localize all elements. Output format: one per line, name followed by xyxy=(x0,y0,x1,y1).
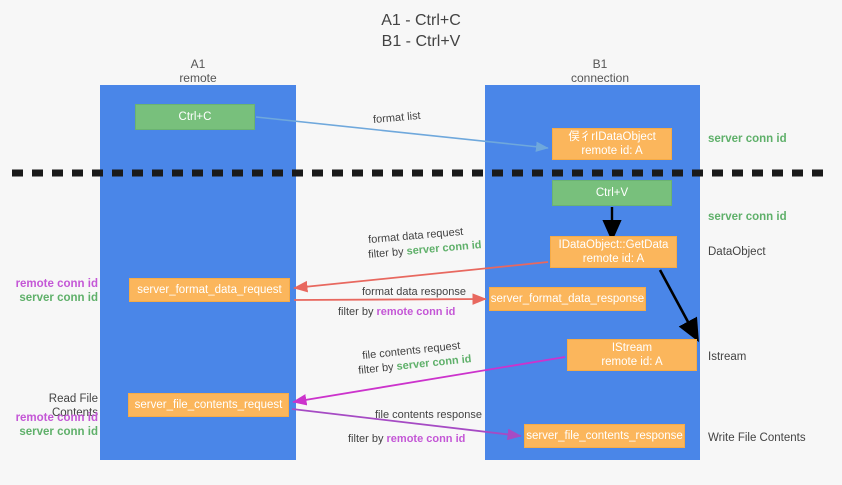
title-line-1: A1 - Ctrl+C xyxy=(381,12,461,29)
column-a1-role: remote xyxy=(179,71,217,85)
label-remote-conn-id-1: remote conn id xyxy=(15,278,98,290)
label-server-conn-id-top: server conn id xyxy=(708,133,787,145)
node-idataobject[interactable]: 俣彳rIDataObject remote id: A xyxy=(552,128,672,160)
node-server-file-contents-response[interactable]: server_file_contents_response xyxy=(524,424,685,448)
label-server-conn-id-1: server conn id xyxy=(19,292,98,304)
wire-label-format-data-response-filter: filter by remote conn id xyxy=(338,305,455,319)
node-server-format-data-response[interactable]: server_format_data_response xyxy=(489,287,646,311)
filter-value: remote conn id xyxy=(376,306,456,318)
node-istream[interactable]: IStream remote id: A xyxy=(567,339,697,371)
label-conn-ids-lower: remote conn id server conn id xyxy=(8,411,98,439)
node-server-format-data-request[interactable]: server_format_data_request xyxy=(129,278,290,302)
label-dataobject: DataObject xyxy=(708,246,766,258)
node-ctrl-c[interactable]: Ctrl+C xyxy=(135,104,255,130)
node-server-file-contents-request[interactable]: server_file_contents_request xyxy=(128,393,289,417)
column-header-b1: B1 connection xyxy=(510,57,690,85)
node-istream-line-2: remote id: A xyxy=(601,356,663,368)
filter-prefix: filter by xyxy=(367,245,408,261)
label-server-conn-id-2: server conn id xyxy=(19,426,98,438)
column-b1-role: connection xyxy=(570,71,630,85)
column-b1-name: B1 xyxy=(592,57,608,71)
node-idataobject-line-2: remote id: A xyxy=(581,145,643,157)
wire-label-file-contents-response-filter: filter by remote conn id xyxy=(348,432,465,446)
node-getdata-line-2: remote id: A xyxy=(582,253,645,265)
label-write-file-contents: Write File Contents xyxy=(708,432,806,444)
label-istream: Istream xyxy=(708,351,747,363)
column-header-a1: A1 remote xyxy=(108,57,288,85)
label-read-file-contents: Read File Contents xyxy=(48,393,98,419)
wire-label-format-data-response: format data response xyxy=(362,286,466,298)
filter-prefix: filter by xyxy=(348,433,387,445)
node-getdata-line-1: IDataObject::GetData xyxy=(558,239,669,251)
filter-prefix: filter by xyxy=(338,306,377,318)
node-idataobject-getdata[interactable]: IDataObject::GetData remote id: A xyxy=(550,236,677,268)
node-idataobject-line-1: 俣彳rIDataObject xyxy=(568,131,656,143)
label-server-conn-id-mid: server conn id xyxy=(708,211,787,223)
wire-label-file-contents-response: file contents response xyxy=(375,409,483,421)
arrow-format-data-response xyxy=(293,293,487,305)
node-ctrl-v[interactable]: Ctrl+V xyxy=(552,180,672,206)
label-conn-ids-upper: remote conn id server conn id xyxy=(8,277,98,305)
page-title: A1 - Ctrl+C B1 - Ctrl+V xyxy=(0,10,842,52)
label-remote-conn-id-2: remote conn id xyxy=(15,412,98,424)
title-line-2: B1 - Ctrl+V xyxy=(381,33,461,50)
filter-value: remote conn id xyxy=(386,433,466,445)
node-istream-line-1: IStream xyxy=(611,342,653,354)
column-a1-name: A1 xyxy=(190,57,206,71)
wire-label-format-list: format list xyxy=(372,109,422,127)
filter-prefix: filter by xyxy=(357,360,398,377)
